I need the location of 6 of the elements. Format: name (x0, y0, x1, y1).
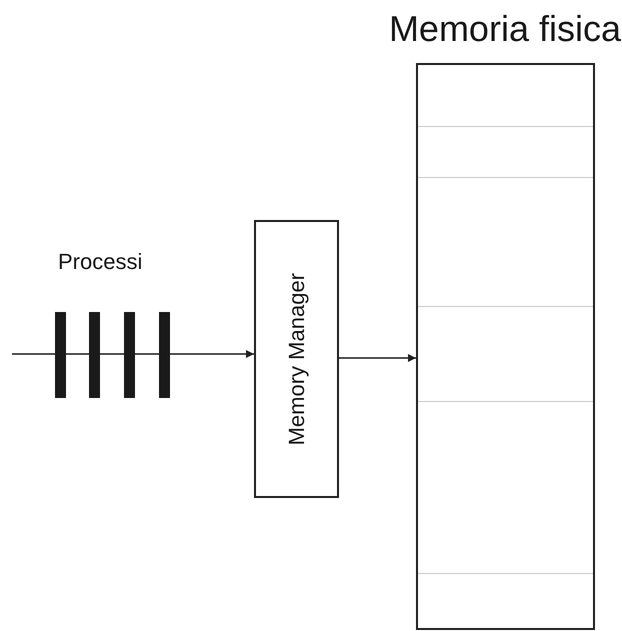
memory-block (416, 63, 595, 630)
box-label: Memory Manager (286, 272, 308, 446)
process-box (254, 220, 339, 498)
memory-title: Memoria fisica (388, 11, 621, 47)
arrow (339, 354, 416, 362)
group-label: Processi (58, 251, 142, 273)
